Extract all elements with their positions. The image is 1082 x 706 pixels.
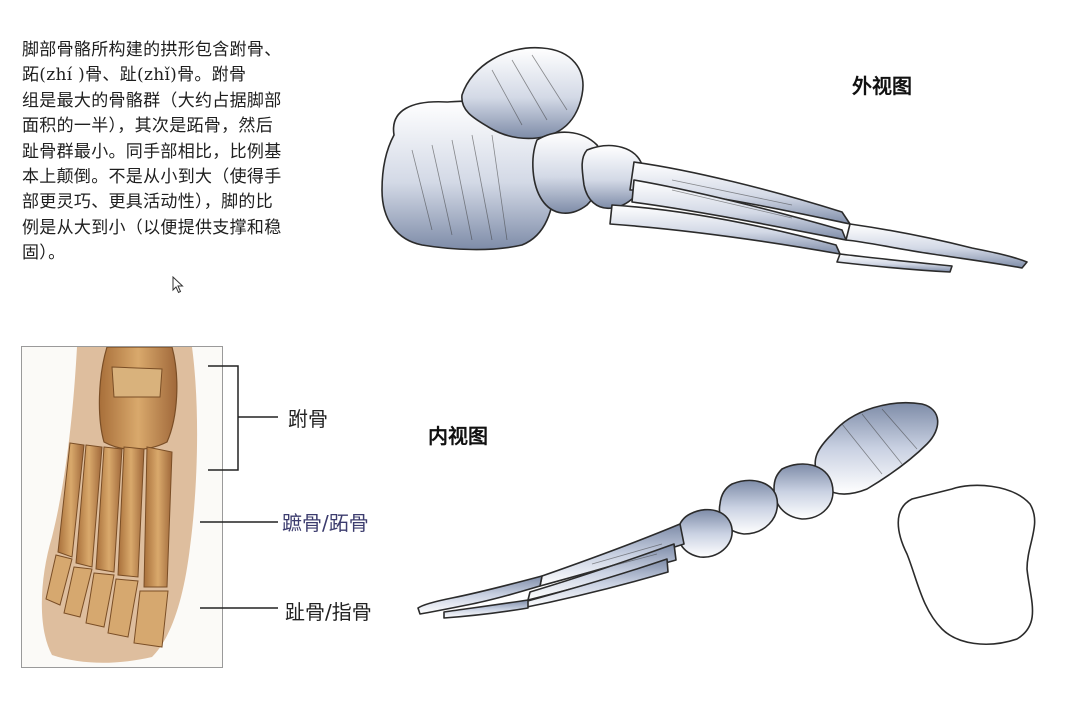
mouse-cursor-icon <box>172 276 184 294</box>
description-line: 趾骨群最小。同手部相比，比例基 <box>22 141 282 162</box>
description-line: 跖(zhí )骨、趾(zhǐ)骨。跗骨 <box>22 65 247 86</box>
description-text: 脚部骨骼所构建的拱形包含跗骨、 跖(zhí )骨、趾(zhǐ)骨。跗骨 组是最大… <box>22 38 362 267</box>
lateral-foot-sketch <box>381 46 1028 273</box>
medial-view-label: 内视图 <box>428 424 488 448</box>
phalanx-label: 趾骨/指骨 <box>285 600 372 624</box>
description-line: 脚部骨骼所构建的拱形包含跗骨、 <box>22 40 282 60</box>
description-line: 例是从大到小（以便提供支撑和稳 <box>22 217 282 238</box>
medial-foot-sketch <box>417 401 1036 645</box>
description-line: 固）。 <box>22 243 66 264</box>
metatarsal-label: 蹠骨/跖骨 <box>282 511 369 535</box>
foot-bones-photo <box>21 346 223 668</box>
tarsal-label: 跗骨 <box>288 407 328 431</box>
lateral-view-label: 外视图 <box>852 74 912 98</box>
description-line: 面积的一半），其次是跖骨，然后 <box>22 116 273 137</box>
description-line: 部更灵巧、更具活动性），脚的比 <box>22 192 273 213</box>
description-line: 组是最大的骨骼群（大约占据脚部 <box>22 90 282 111</box>
description-line: 本上颠倒。不是从小到大（使得手 <box>22 167 282 188</box>
bone-callout-lines <box>200 365 278 609</box>
